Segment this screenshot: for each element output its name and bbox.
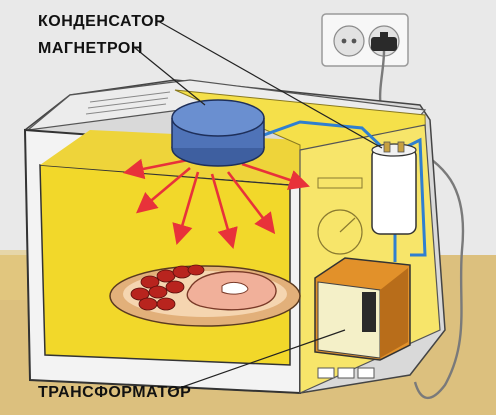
magnetron-label: МАГНЕТРОН [38, 40, 143, 57]
capacitor [371, 141, 417, 235]
food-beans [130, 264, 205, 311]
timer-knob [317, 209, 363, 255]
cavity-front-opening [39, 164, 291, 366]
magnetron [171, 99, 265, 167]
capacitor-label: КОНДЕНСАТОР [38, 13, 166, 30]
transformer [314, 257, 411, 361]
microwave-waves [122, 158, 310, 249]
leader-lines [134, 20, 383, 393]
food-steak [186, 270, 277, 311]
wiring [249, 120, 427, 262]
power-socket-icon [321, 13, 409, 67]
display-slot [317, 177, 363, 189]
top-vents [85, 91, 171, 115]
plug-icon [371, 32, 397, 51]
transformer-label: ТРАНСФОРМАТОР [38, 384, 192, 401]
front-buttons [317, 367, 375, 379]
